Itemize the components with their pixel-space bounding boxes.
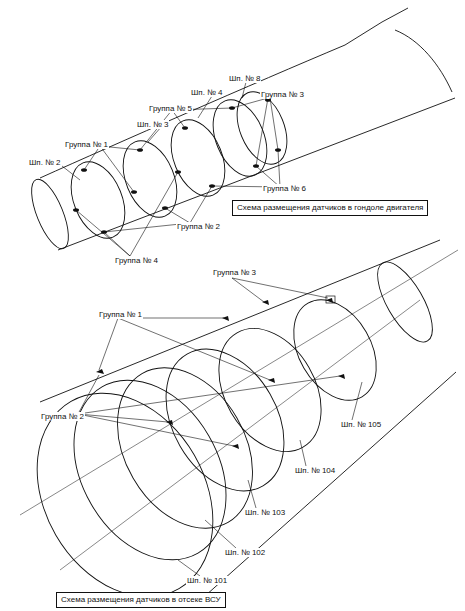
caption-text: Схема размещения датчиков в отсеке ВСУ <box>61 595 221 605</box>
caption-text: Схема размещения датчиков в гондоле двиг… <box>237 203 423 213</box>
group-label: Группа № 5 <box>148 104 193 113</box>
frame-label: Шп. № 101 <box>186 576 228 585</box>
frame-label: Шп. № 8 <box>228 74 261 83</box>
group-label: Группа № 3 <box>260 90 305 99</box>
group-label: Группа № 6 <box>262 184 307 193</box>
group-label: Группа № 1 <box>64 140 109 149</box>
group-label: Группа № 2 <box>40 412 85 421</box>
caption-box: Схема размещения датчиков в гондоле двиг… <box>232 200 428 216</box>
group-label: Группа № 1 <box>98 310 143 319</box>
frame-label: Шп. № 105 <box>340 420 382 429</box>
caption-box: Схема размещения датчиков в отсеке ВСУ <box>56 592 226 608</box>
group-label: Группа № 3 <box>212 268 257 277</box>
group-label: Группа № 4 <box>114 256 159 265</box>
frame-label: Шп. № 3 <box>136 120 169 129</box>
frame-label: Шп. № 103 <box>244 508 286 517</box>
frame-label: Шп. № 102 <box>224 548 266 557</box>
apu-compartment-drawing <box>2 240 458 611</box>
frame-label: Шп. № 2 <box>28 158 61 167</box>
frame-label: Шп. № 104 <box>294 466 336 475</box>
group-label: Группа № 2 <box>176 222 221 231</box>
nacelle-drawing <box>24 8 455 256</box>
frame-label: Шп. № 4 <box>190 88 223 97</box>
